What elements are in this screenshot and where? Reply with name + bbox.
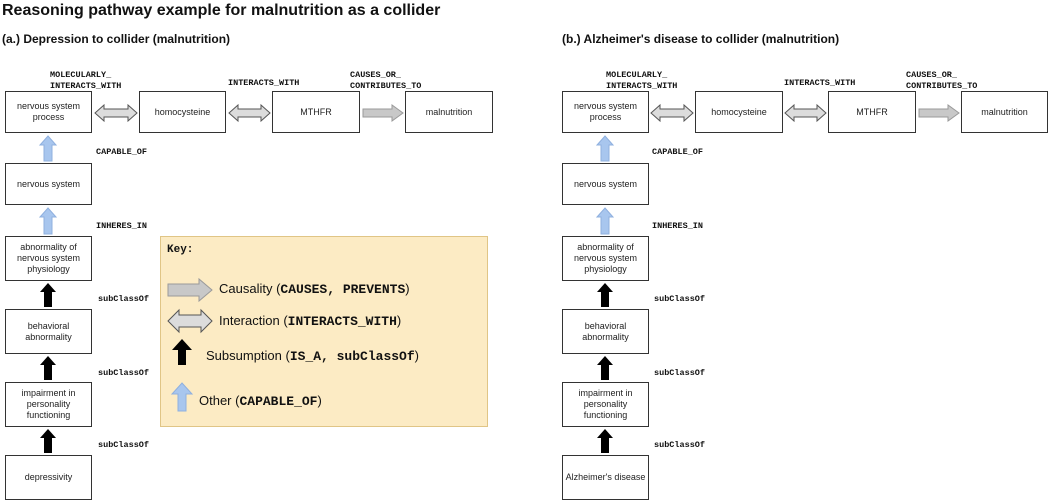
legend-interaction-arrow-icon — [167, 308, 213, 334]
node-depressivity: depressivity — [5, 455, 92, 500]
subsumption-arrow — [597, 429, 613, 453]
node-homocysteine: homocysteine — [695, 91, 783, 133]
panel-b-title: (b.) Alzheimer's disease to collider (ma… — [562, 32, 840, 46]
node-homocysteine: homocysteine — [139, 91, 226, 133]
legend-causality-arrow-icon — [167, 277, 213, 303]
other-arrow — [38, 207, 58, 235]
causality-arrow — [918, 104, 960, 122]
node-nervous-system: nervous system — [5, 163, 92, 205]
other-arrow — [38, 135, 58, 162]
node-impairment-personality-functioning: impairment in personality functioning — [5, 382, 92, 427]
node-nervous-system-process: nervous system process — [562, 91, 649, 133]
legend-other-arrow-icon — [170, 382, 194, 412]
legend-subsumption: Subsumption (IS_A, subClassOf) — [206, 348, 419, 364]
edge-label-subclassof-1: subClassOf — [98, 294, 150, 304]
subsumption-arrow — [40, 429, 56, 453]
legend-key: Key: Causality (CAUSES, PREVENTS) Intera… — [160, 236, 488, 427]
causality-arrow — [362, 104, 404, 122]
legend-interaction: Interaction (INTERACTS_WITH) — [219, 313, 402, 329]
interaction-arrow — [94, 103, 138, 123]
interaction-arrow — [650, 103, 694, 123]
subsumption-arrow — [40, 283, 56, 307]
node-nervous-system-process: nervous system process — [5, 91, 92, 133]
edge-label-subclassof-3: subClassOf — [98, 440, 150, 450]
edge-label-interacts-with: INTERACTS_WITH — [228, 78, 300, 88]
node-alzheimers-disease: Alzheimer's disease — [562, 455, 649, 500]
legend-title: Key: — [167, 244, 194, 256]
edge-label-capable-of: CAPABLE_OF — [96, 147, 148, 157]
node-malnutrition: malnutrition — [405, 91, 493, 133]
figure-title: Reasoning pathway example for malnutriti… — [2, 2, 441, 19]
other-arrow — [595, 207, 615, 235]
interaction-arrow — [228, 103, 271, 123]
edge-label-causes-or-contributes-to: CAUSES_OR_ CONTRIBUTES_TO — [906, 70, 978, 91]
edge-label-subclassof-1: subClassOf — [654, 294, 706, 304]
legend-other: Other (CAPABLE_OF) — [199, 393, 322, 409]
node-behavioral-abnormality: behavioral abnormality — [562, 309, 649, 354]
interaction-arrow — [784, 103, 827, 123]
edge-label-molecularly-interacts-with: MOLECULARLY_ INTERACTS_WITH — [50, 70, 122, 91]
subsumption-arrow — [40, 356, 56, 380]
subsumption-arrow — [597, 356, 613, 380]
node-mthfr: MTHFR — [272, 91, 360, 133]
edge-label-inheres-in: INHERES_IN — [96, 221, 148, 231]
edge-label-subclassof-2: subClassOf — [98, 368, 150, 378]
edge-label-molecularly-interacts-with: MOLECULARLY_ INTERACTS_WITH — [606, 70, 678, 91]
edge-label-interacts-with: INTERACTS_WITH — [784, 78, 856, 88]
other-arrow — [595, 135, 615, 162]
node-abnormality-nervous-system-physiology: abnormality of nervous system physiology — [562, 236, 649, 281]
edge-label-capable-of: CAPABLE_OF — [652, 147, 704, 157]
legend-subsumption-arrow-icon — [172, 339, 192, 365]
node-abnormality-nervous-system-physiology: abnormality of nervous system physiology — [5, 236, 92, 281]
node-mthfr: MTHFR — [828, 91, 916, 133]
edge-label-causes-or-contributes-to: CAUSES_OR_ CONTRIBUTES_TO — [350, 70, 422, 91]
node-nervous-system: nervous system — [562, 163, 649, 205]
edge-label-inheres-in: INHERES_IN — [652, 221, 704, 231]
legend-causality: Causality (CAUSES, PREVENTS) — [219, 281, 410, 297]
panel-a-title: (a.) Depression to collider (malnutritio… — [2, 32, 231, 46]
edge-label-subclassof-2: subClassOf — [654, 368, 706, 378]
node-impairment-personality-functioning: impairment in personality functioning — [562, 382, 649, 427]
subsumption-arrow — [597, 283, 613, 307]
node-behavioral-abnormality: behavioral abnormality — [5, 309, 92, 354]
node-malnutrition: malnutrition — [961, 91, 1048, 133]
edge-label-subclassof-3: subClassOf — [654, 440, 706, 450]
